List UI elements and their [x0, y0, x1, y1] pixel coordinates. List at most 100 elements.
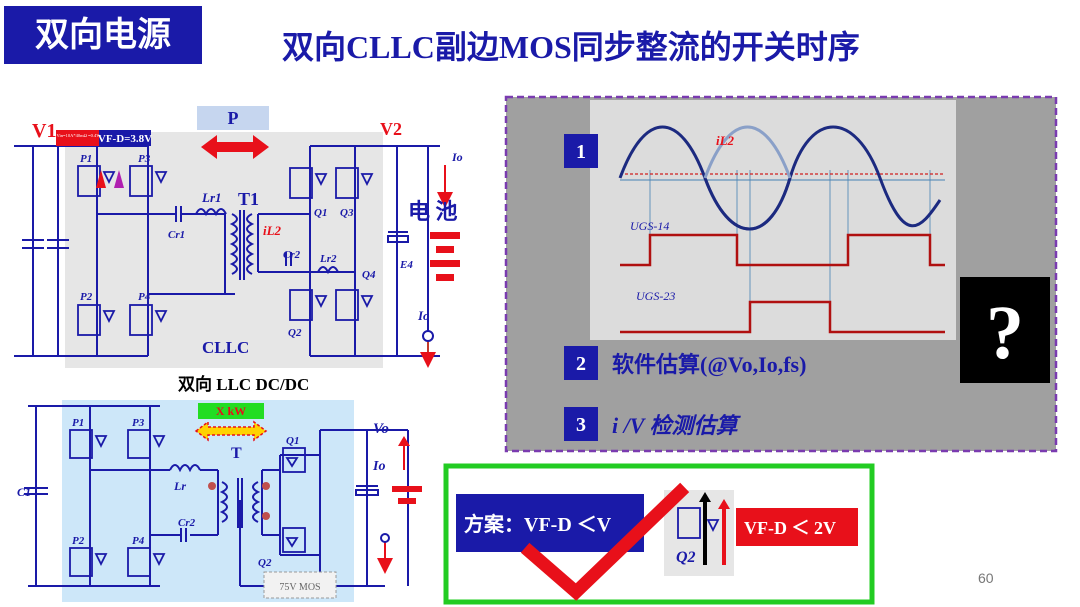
page-number: 60	[978, 570, 994, 586]
label-t: T	[231, 445, 242, 462]
label-vo: Vo	[373, 421, 389, 437]
label-cr2: Cr2	[283, 249, 301, 261]
item3-text: i /V 检测估算	[612, 413, 742, 438]
scheme-text: 方案：VF-D ＜V	[464, 512, 612, 536]
label-q4: Q4	[362, 269, 376, 281]
inductor-lr-icon	[169, 464, 201, 473]
label-lr2: Lr2	[319, 253, 337, 265]
il2-negative-waveform	[703, 177, 792, 231]
label-p2-bottom: P2	[72, 535, 85, 547]
question-box	[960, 277, 1050, 383]
dot-icon	[262, 512, 270, 520]
vfd-box	[736, 508, 858, 546]
transformer-icon	[224, 210, 259, 295]
label-p4: P4	[138, 291, 151, 303]
slide-title: 双向CLLC副边MOS同步整流的开关时序	[282, 29, 860, 65]
current-arrow-purple-icon	[114, 170, 124, 188]
top-circuit-caption: 双向 LLC DC/DC	[178, 374, 309, 394]
battery-bottom-icon	[392, 486, 422, 504]
waveform-area	[590, 100, 956, 340]
io-arrow-head-icon	[398, 436, 410, 446]
il2-ghost-waveform	[703, 125, 792, 179]
label-ugs23: UGS-23	[636, 289, 675, 303]
badge-tiny	[56, 130, 100, 146]
item2-badge	[564, 346, 598, 380]
timing-panel: 1 iL2 UGS-14 UGS-23 2 软件估算(@Vo,Io,fs) 3 …	[504, 95, 1058, 453]
arrow-head-black-icon	[699, 492, 711, 502]
label-p4-bottom: P4	[132, 535, 145, 547]
label-c1: C1	[17, 485, 31, 499]
label-q3: Q3	[340, 207, 354, 219]
label-cr2-bottom: Cr2	[178, 517, 196, 529]
mosfet-icon	[77, 165, 374, 336]
capacitor-icon	[22, 239, 69, 249]
checkmark-icon	[520, 482, 690, 601]
terminal-icon	[422, 330, 434, 342]
bidirectional-power-arrow-bottom-icon	[194, 420, 268, 442]
vfd-text: VF-D ＜ 2V	[744, 518, 836, 538]
scheme-box: 方案：VF-D ＜V Q2 VF-D ＜ 2V	[443, 463, 875, 605]
bidirectional-power-arrow-icon	[201, 135, 269, 159]
question-mark: ?	[986, 291, 1024, 375]
label-io-bottom-circuit: Io	[372, 459, 385, 474]
capacitor-out-icon	[355, 485, 379, 496]
label-q2-bottom: Q2	[258, 557, 272, 569]
dot-icon	[262, 482, 270, 490]
item3-badge	[564, 407, 598, 441]
item3-number: 3	[576, 414, 586, 436]
label-p3: P3	[138, 153, 151, 165]
label-io-bottom: Io	[417, 308, 430, 323]
label-cr1: Cr1	[168, 229, 185, 241]
item2-text: 软件估算(@Vo,Io,fs)	[612, 352, 806, 377]
label-p2: P2	[80, 291, 93, 303]
capacitor-cr2-bottom-icon	[180, 528, 187, 542]
label-cllc: CLLC	[202, 338, 249, 357]
capacitor-cr1-icon	[175, 206, 182, 222]
terminal-bottom-icon	[380, 533, 390, 543]
title-tag: 双向电源	[4, 6, 202, 64]
label-q1-bottom: Q1	[286, 435, 299, 447]
label-p1-bottom: P1	[72, 417, 84, 429]
transformer-t-icon	[219, 478, 261, 528]
label-v2: V2	[380, 119, 402, 139]
capacitor-c1-icon	[24, 487, 48, 495]
label-ugs14: UGS-14	[630, 219, 669, 233]
dot-icon	[208, 482, 216, 490]
label-mos: 75V MOS	[279, 582, 320, 593]
item1-badge	[564, 134, 598, 168]
label-p3-bottom: P3	[132, 417, 145, 429]
inductor-lr1-icon	[195, 208, 227, 217]
label-il2-wave: iL2	[716, 133, 735, 148]
power-label-box	[197, 106, 269, 130]
item1-number: 1	[576, 141, 586, 163]
badge-vfd	[99, 130, 151, 146]
mosfet-icon	[677, 507, 720, 539]
scheme-text-box	[456, 494, 644, 552]
label-io-top: Io	[451, 150, 463, 164]
label-q1: Q1	[314, 207, 327, 219]
label-p: P	[228, 108, 239, 128]
capacitor-e4-icon	[387, 231, 409, 243]
current-arrow-red-icon	[96, 170, 106, 188]
inductor-lr2-icon	[317, 266, 339, 275]
battery-icon	[430, 232, 460, 281]
label-p1: P1	[80, 153, 92, 165]
arrow-head-red-icon	[718, 499, 730, 509]
bottom-circuit: X kW T Lr Cr2 C1 Vo Io Q1 Q2 P1 P3 P2 P4…	[17, 400, 422, 602]
capacitor-cr2-icon	[285, 252, 292, 266]
mosfet-icon	[69, 429, 306, 577]
label-lr1: Lr1	[201, 190, 222, 205]
ugs14-waveform	[620, 233, 945, 267]
label-t1: T1	[238, 189, 259, 209]
label-q2: Q2	[288, 327, 302, 339]
ugs23-waveform	[620, 300, 945, 334]
badge-vfd-text: VF-D=3.8V	[98, 133, 152, 145]
label-battery: 电 池	[408, 199, 458, 224]
label-il2: iL2	[263, 223, 282, 238]
label-e4: E4	[399, 259, 413, 271]
power-label-box-bottom	[198, 403, 264, 419]
label-xkw: X kW	[216, 404, 246, 418]
item2-number: 2	[576, 353, 586, 375]
label-v1: V1	[32, 120, 56, 142]
